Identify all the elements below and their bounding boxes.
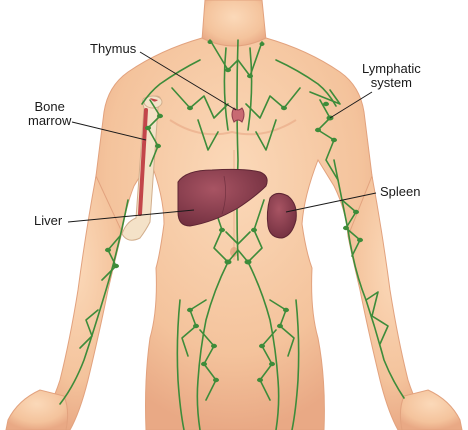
spleen-organ [266, 192, 297, 239]
bone-marrow-leader-line [71, 121, 147, 141]
bone-marrow-label: Bone marrow [28, 99, 72, 128]
lymph-nodes [105, 40, 363, 383]
lymph-network [59, 39, 405, 430]
liver-leader-line [67, 209, 195, 223]
lymphatic-system-label: Lymphatic system [362, 61, 421, 90]
body-silhouette [5, 0, 463, 430]
lymphatic-system-leader-line [329, 91, 373, 119]
liver-label: Liver [34, 213, 63, 228]
spleen-leader-line [285, 192, 377, 213]
thymus-leader-line [139, 51, 237, 111]
spleen-label: Spleen [380, 184, 421, 199]
leader-lines [67, 51, 377, 223]
thymus-label: Thymus [90, 41, 137, 56]
liver-organ [177, 168, 268, 227]
thymus-organ [231, 107, 245, 123]
